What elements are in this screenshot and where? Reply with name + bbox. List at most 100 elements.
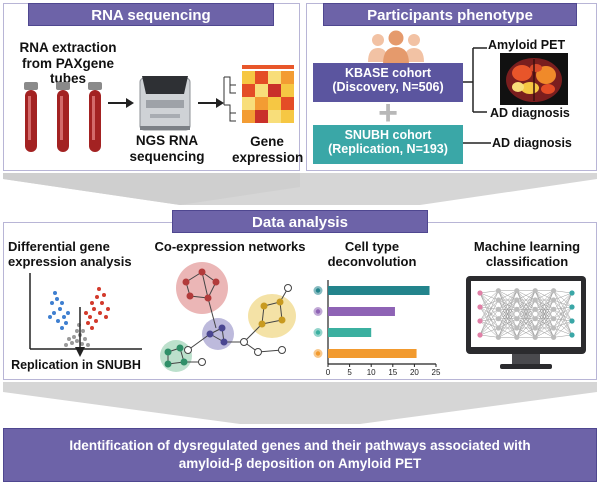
nn-edge (479, 309, 499, 336)
bar (328, 328, 372, 337)
plus-sign: + (378, 94, 398, 132)
nn-edge (498, 327, 517, 338)
nn-node (532, 316, 538, 322)
nn-edge (553, 306, 573, 329)
nn-edge (553, 306, 573, 310)
rna-extraction-label: RNA extraction from PAXgene tubes (19, 40, 117, 87)
nn-node (532, 288, 538, 294)
nn-node (551, 334, 557, 340)
neural-network-monitor-icon (466, 276, 586, 369)
arrow-right-icon (198, 98, 224, 108)
nn-node (477, 332, 483, 338)
nn-node (514, 288, 520, 294)
nn-edge (479, 318, 499, 336)
nn-edge (534, 290, 554, 319)
nn-edge (479, 299, 499, 322)
nn-edge (479, 306, 499, 310)
nn-node (495, 288, 501, 294)
nn-edge (553, 320, 573, 329)
nn-node (532, 297, 538, 303)
nn-edge (553, 306, 573, 338)
bar (328, 307, 395, 316)
nn-edge (516, 327, 536, 338)
blood-tubes-icon (24, 82, 102, 152)
funnel-band-top (3, 173, 597, 205)
snubh-cohort-box: SNUBH cohort (Replication, N=193) (313, 125, 463, 164)
nn-edge (498, 309, 518, 338)
result-box: Identification of dysregulated genes and… (3, 428, 597, 482)
arrow-right-icon (108, 98, 134, 108)
replication-label: Replication in SNUBH (11, 358, 141, 372)
funnel-band-bottom (3, 382, 597, 424)
nn-edge (498, 290, 518, 338)
nn-edge (553, 327, 573, 336)
volcano-plot (29, 273, 142, 357)
nn-edge (498, 290, 517, 301)
nn-node (514, 325, 520, 331)
nn-node (551, 316, 557, 322)
x-tick-label: 25 (432, 368, 441, 377)
rna-sequencing-header: RNA sequencing (28, 3, 274, 26)
nn-edge (479, 290, 499, 294)
nn-edge (479, 309, 499, 322)
nn-edge (498, 299, 518, 338)
nn-edge (553, 318, 573, 322)
connector-lines (463, 47, 491, 144)
nn-edge (553, 290, 573, 294)
kbase-cohort-box: KBASE cohort (Discovery, N=506) (313, 63, 463, 102)
nn-edge (553, 292, 573, 329)
amyloid-pet-label: Amyloid PET (488, 38, 566, 52)
nn-edge (479, 318, 499, 322)
participants-phenotype-header: Participants phenotype (323, 3, 577, 26)
nn-edge (516, 299, 536, 338)
nn-node (514, 334, 520, 340)
nn-edge (479, 292, 499, 301)
nn-edge (498, 290, 517, 310)
nn-edge (553, 292, 573, 301)
nn-node (551, 306, 557, 312)
nn-edge (535, 290, 554, 301)
cell-type-marker-core (315, 309, 321, 314)
nn-node (551, 297, 557, 303)
nn-node (495, 316, 501, 322)
cell-type-marker-core (315, 351, 321, 356)
ngs-sequencing-label: NGS RNA sequencing (129, 133, 205, 164)
nn-node (551, 325, 557, 331)
people-group-icon (368, 30, 424, 64)
nn-edge (534, 299, 554, 338)
x-tick-label: 15 (388, 368, 397, 377)
nn-edge (516, 318, 536, 338)
nn-edge (479, 327, 499, 336)
nn-edge (498, 318, 517, 338)
nn-node (477, 318, 483, 324)
nn-edge (479, 320, 499, 338)
nn-edge (516, 309, 536, 338)
nn-edge (516, 290, 536, 329)
nn-edge (498, 290, 518, 329)
result-line-1: Identification of dysregulated genes and… (69, 438, 531, 453)
nn-edge (479, 290, 499, 322)
ngs-sequencer-icon (139, 76, 191, 131)
nn-node (532, 306, 538, 312)
x-tick-label: 5 (347, 368, 352, 377)
nn-node (514, 297, 520, 303)
nn-edge (479, 320, 499, 329)
nn-edge (535, 327, 554, 338)
nn-node (495, 306, 501, 312)
cell-type-marker-core (315, 288, 321, 293)
nn-node (551, 288, 557, 294)
nn-edge (535, 318, 554, 338)
nn-node (569, 290, 575, 296)
nn-edge (535, 290, 554, 310)
x-tick-label: 10 (367, 368, 376, 377)
nn-edge (479, 299, 499, 308)
nn-edge (553, 290, 573, 308)
nn-edge (516, 290, 536, 319)
nn-edge (479, 290, 499, 336)
gene-expression-heatmap-icon (223, 65, 294, 123)
coexpression-network (160, 262, 296, 372)
nn-edge (479, 334, 499, 338)
nn-edge (553, 320, 573, 338)
cell-type-label: Cell type deconvolution (327, 239, 417, 269)
